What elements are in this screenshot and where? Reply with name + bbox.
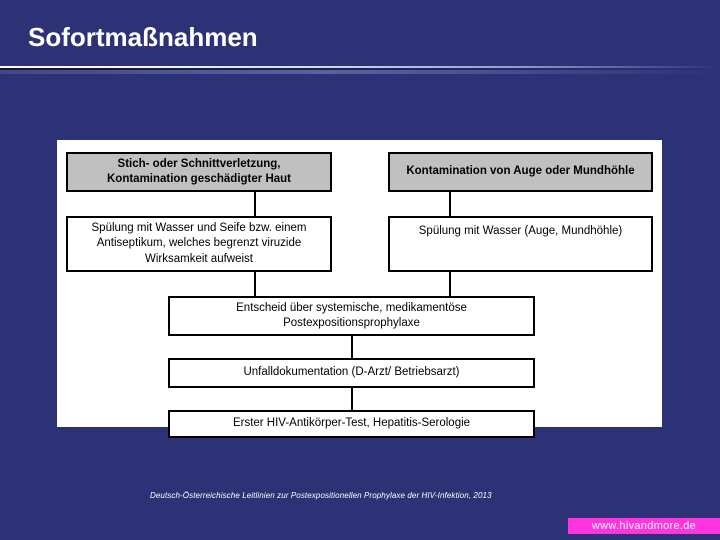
box-line: Wirksamkeit aufweist (145, 252, 253, 265)
flowchart-box-mucosa-action[interactable]: Spülung mit Wasser (Auge, Mundhöhle) (388, 216, 653, 272)
flowchart-box-accident-documentation[interactable]: Unfalldokumentation (D-Arzt/ Betriebsarz… (168, 358, 535, 388)
connector-documentation-to-serology (351, 388, 353, 410)
page-title: Sofortmaßnahmen (28, 22, 258, 52)
box-line: Kontamination geschädigter Haut (106, 173, 292, 185)
connector-mucosa-action-to-decision (449, 272, 451, 296)
box-line: Unfalldokumentation (D-Arzt/ Betriebsarz… (243, 366, 460, 379)
divider-highlight-line (0, 66, 720, 68)
divider-glow (0, 70, 720, 74)
flowchart-box-injury-header[interactable]: Stich- oder Schnittverletzung, Kontamina… (66, 152, 332, 192)
box-line: Stich- oder Schnittverletzung, (117, 157, 281, 170)
box-line: Spülung mit Wasser und Seife bzw. einem (91, 222, 307, 235)
connector-mucosa-header-to-action (449, 192, 451, 216)
box-line: Spülung mit Wasser (Auge, Mundhöhle) (418, 225, 623, 237)
source-citation: Deutsch-Österreichische Leitlinien zur P… (150, 491, 492, 500)
box-line: Postexpositionsprophylaxe (283, 317, 420, 329)
flowchart-box-first-serology[interactable]: Erster HIV-Antikörper-Test, Hepatitis-Se… (168, 410, 535, 438)
connector-decision-to-documentation (351, 336, 353, 358)
box-line: Entscheid über systemische, medikamentös… (236, 301, 467, 314)
title-divider (0, 66, 720, 74)
flowchart-box-injury-action[interactable]: Spülung mit Wasser und Seife bzw. einem … (66, 216, 332, 272)
website-url-band[interactable]: www.hivandmore.de (568, 518, 720, 534)
flowchart-panel: Stich- oder Schnittverletzung, Kontamina… (57, 140, 662, 438)
website-url-text: www.hivandmore.de (591, 520, 697, 532)
connector-injury-action-to-decision (254, 272, 256, 296)
box-line: Kontamination von Auge oder Mundhöhle (406, 165, 635, 178)
box-line: Erster HIV-Antikörper-Test, Hepatitis-Se… (232, 417, 471, 430)
box-line: Antiseptikum, welches begrenzt viruzide (96, 237, 302, 250)
connector-injury-header-to-action (254, 192, 256, 216)
flowchart-box-mucosa-header[interactable]: Kontamination von Auge oder Mundhöhle (388, 152, 653, 192)
flowchart-box-decision-pep[interactable]: Entscheid über systemische, medikamentös… (168, 296, 535, 336)
divider-shadow-line (0, 68, 720, 70)
